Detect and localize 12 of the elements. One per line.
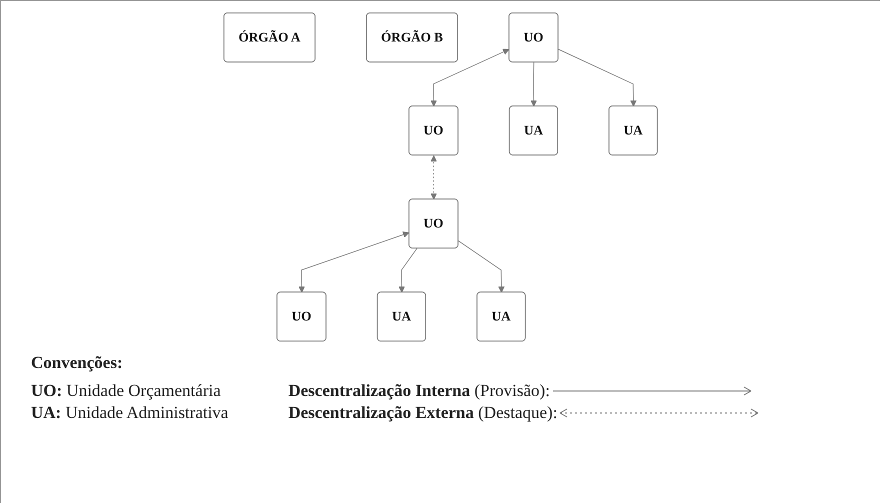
- arrow: [398, 248, 418, 293]
- arrow: [558, 48, 637, 107]
- legend-text: Descentralização Externa (Destaque):: [288, 403, 558, 423]
- arrow: [298, 232, 410, 293]
- abbreviation-note: UA: Unidade Administrativa: [31, 403, 228, 423]
- arrow: [530, 62, 537, 107]
- legend-text: Descentralização Interna (Provisão):: [288, 381, 550, 401]
- arrow: [430, 48, 510, 107]
- legend-heading: Convenções:: [31, 353, 123, 373]
- arrow: [458, 240, 505, 293]
- abbreviation-note: UO: Unidade Orçamentária: [31, 381, 222, 401]
- arrow: [430, 155, 437, 200]
